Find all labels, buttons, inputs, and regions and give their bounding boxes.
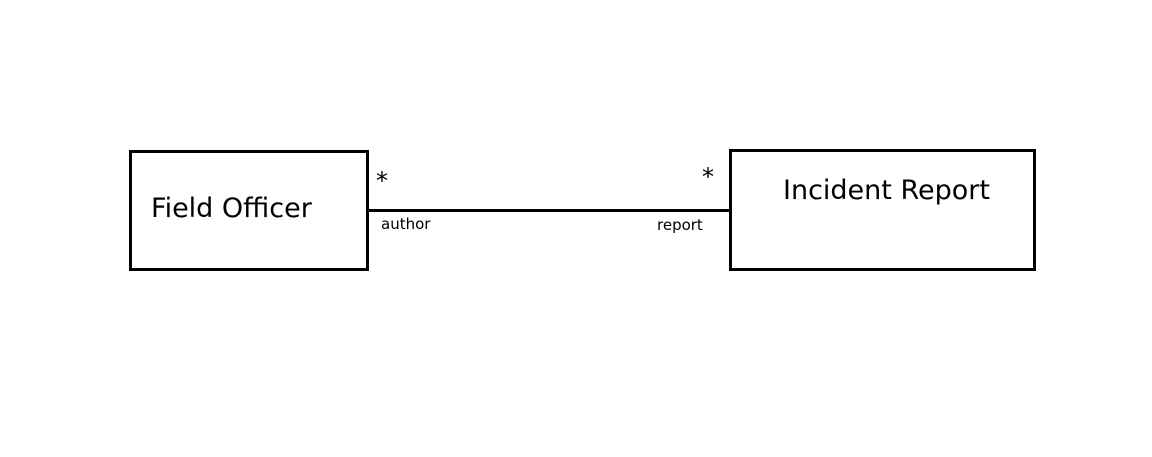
class-box-field-officer: Field Officer (129, 150, 369, 271)
multiplicity-left: * (376, 167, 388, 195)
class-name-incident-report: Incident Report (783, 175, 990, 206)
class-box-incident-report: Incident Report (729, 149, 1036, 271)
association-line (369, 209, 729, 212)
class-name-field-officer: Field Officer (151, 193, 312, 224)
role-label-author: author (381, 215, 431, 233)
role-label-report: report (657, 216, 703, 234)
multiplicity-right: * (702, 163, 714, 191)
